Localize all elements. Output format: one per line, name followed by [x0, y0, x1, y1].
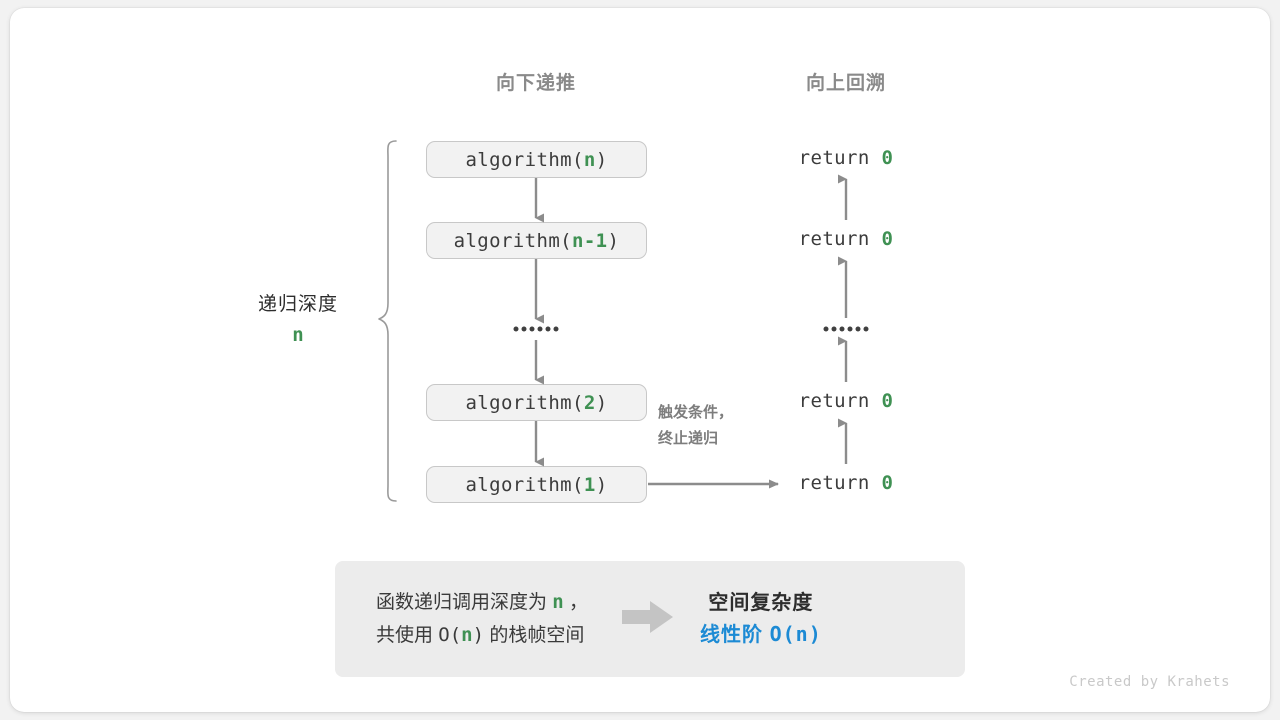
- summary-arrow-icon: [622, 600, 674, 639]
- recursion-depth-value: n: [292, 324, 304, 346]
- summary-conclusion: 空间复杂度 线性阶 O(n): [700, 588, 822, 651]
- recursion-depth-label: 递归深度 n: [258, 289, 338, 351]
- summary-line2-bigo-close: ): [472, 624, 485, 646]
- summary-conclusion-bigo: O(n): [769, 621, 822, 646]
- call-column-ellipsis: [513, 326, 559, 332]
- return-label-2: return 0: [799, 228, 894, 250]
- return-column-ellipsis: [823, 326, 869, 332]
- call-box-1-arg: n: [583, 148, 596, 171]
- summary-line1-variable: n: [552, 591, 564, 613]
- column-header-downward-recursion: 向下递推: [495, 73, 577, 94]
- termination-condition-label: 触发条件， 终止递归: [658, 400, 733, 452]
- call-box-2: algorithm(n-1): [426, 222, 647, 259]
- return-label-1-text: return: [798, 147, 882, 169]
- call-box-3-suffix: ): [595, 391, 608, 414]
- call-box-1: algorithm(n): [426, 141, 647, 178]
- return-label-3: return 0: [799, 390, 894, 412]
- recursion-depth-text: 递归深度: [257, 294, 339, 315]
- summary-line2-text-a: 共使用: [376, 625, 439, 646]
- summary-description-line1: 函数递归调用深度为 n ，: [376, 586, 588, 619]
- recursion-depth-brace: [378, 140, 397, 502]
- call-box-4-arg: 1: [583, 473, 596, 496]
- summary-description: 函数递归调用深度为 n ， 共使用 O(n) 的栈帧空间: [376, 586, 588, 652]
- summary-line2-text-b: 的栈帧空间: [484, 625, 585, 646]
- summary-line1-text-b: ，: [563, 592, 589, 613]
- call-box-2-suffix: ): [607, 229, 620, 252]
- return-label-4-text: return: [798, 472, 882, 494]
- return-label-3-value: 0: [881, 390, 894, 412]
- summary-panel: 函数递归调用深度为 n ， 共使用 O(n) 的栈帧空间 空间复杂度 线性阶 O…: [335, 561, 965, 677]
- summary-line1-text-a: 函数递归调用深度为: [376, 592, 553, 613]
- termination-condition-line1: 触发条件，: [658, 404, 734, 421]
- summary-line2-variable: n: [461, 624, 473, 646]
- summary-description-line2: 共使用 O(n) 的栈帧空间: [376, 619, 588, 652]
- call-box-4-prefix: algorithm(: [465, 473, 584, 496]
- return-label-2-value: 0: [881, 228, 894, 250]
- return-label-1-value: 0: [881, 147, 894, 169]
- diagram-card: 向下递推 向上回溯 algorithm(n) algorithm(n-1) al…: [10, 8, 1270, 712]
- termination-condition-line2: 终止递归: [658, 430, 719, 447]
- summary-conclusion-order: 线性阶: [700, 623, 770, 646]
- return-label-4: return 0: [799, 472, 894, 494]
- call-box-3-arg: 2: [583, 391, 596, 414]
- summary-line2-bigo-open: O(: [438, 624, 462, 646]
- column-header-upward-backtracking: 向上回溯: [805, 73, 887, 94]
- call-box-2-prefix: algorithm(: [453, 229, 572, 252]
- summary-conclusion-title: 空间复杂度: [708, 591, 814, 614]
- return-label-1: return 0: [799, 147, 894, 169]
- return-label-2-text: return: [798, 228, 882, 250]
- call-box-2-arg: n-1: [572, 229, 608, 252]
- summary-conclusion-value: 线性阶 O(n): [700, 619, 822, 651]
- call-box-3-prefix: algorithm(: [465, 391, 584, 414]
- call-box-4: algorithm(1): [426, 466, 647, 503]
- call-box-4-suffix: ): [595, 473, 608, 496]
- call-box-3: algorithm(2): [426, 384, 647, 421]
- return-label-3-text: return: [798, 390, 882, 412]
- call-box-1-prefix: algorithm(: [465, 148, 584, 171]
- call-box-1-suffix: ): [595, 148, 608, 171]
- return-label-4-value: 0: [881, 472, 894, 494]
- credit-text: Created by Krahets: [1069, 674, 1230, 690]
